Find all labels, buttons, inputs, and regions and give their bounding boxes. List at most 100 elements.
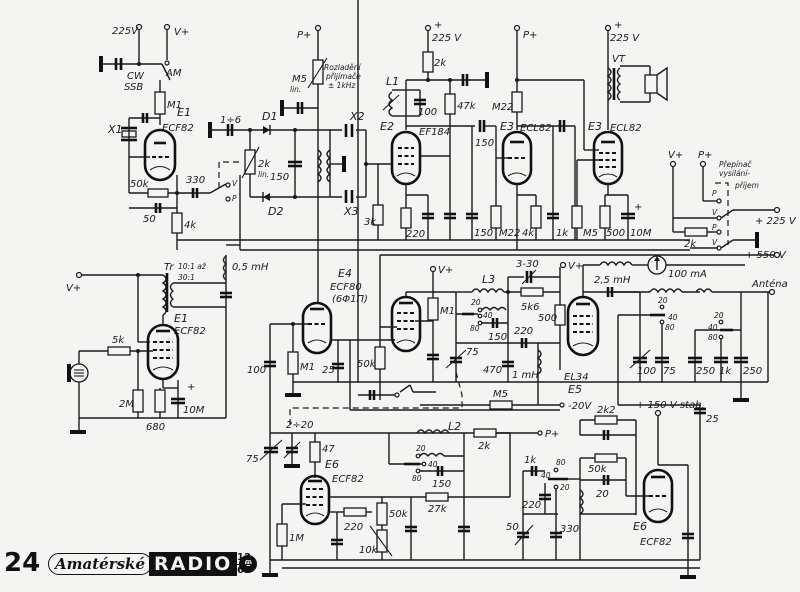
supply-pplus-label: P+ bbox=[297, 30, 311, 41]
label-m5-lin: lin. bbox=[290, 85, 301, 94]
label-4k: 4k bbox=[184, 220, 197, 231]
label-150-bfo: 150 bbox=[270, 172, 289, 183]
label-220-e2: 220 bbox=[406, 229, 425, 240]
label-band40-driver: 40 bbox=[483, 311, 493, 320]
label-ef184: EF184 bbox=[419, 127, 450, 138]
label-band80-vfo: 80 bbox=[412, 474, 422, 483]
label-ecl82a: ECL82 bbox=[520, 123, 552, 134]
label-e6-vfo: E6 bbox=[325, 458, 339, 471]
label-10k: 10k bbox=[359, 545, 379, 556]
label-band20-osc: 20 bbox=[560, 483, 570, 492]
label-trimmer-1-6: 1÷6 bbox=[220, 115, 241, 126]
resistor-500-e3 bbox=[599, 205, 611, 229]
resistor-2k-vfo bbox=[473, 428, 497, 438]
label-band40-pa: 40 bbox=[668, 313, 678, 322]
resistor-m1-driver bbox=[427, 297, 439, 321]
switch-pos-p1: P bbox=[712, 189, 717, 198]
label-100-l1: 100 bbox=[418, 107, 437, 118]
label-antenna: Anténa bbox=[751, 278, 788, 290]
label-05mh: 0,5 mH bbox=[232, 262, 269, 273]
page-number: 24 bbox=[4, 548, 41, 578]
if-amp-section: + 225 V 2k 47k L1 100 E2 EF184 150 bbox=[380, 20, 496, 240]
plus-sign-10m: + bbox=[634, 202, 642, 213]
resistor-m1 bbox=[154, 91, 166, 115]
label-m1-driver: M1 bbox=[440, 306, 455, 317]
label-75-vfo: 75 bbox=[246, 454, 259, 465]
resistor-4k bbox=[171, 212, 183, 234]
resistor-4k-e3 bbox=[530, 205, 542, 229]
resistor-47 bbox=[309, 441, 321, 463]
issue-year: 65 bbox=[237, 565, 251, 576]
resistor-2k2 bbox=[594, 415, 618, 425]
label-100-pa: 100 bbox=[637, 366, 656, 377]
supply-225v-label: 225V bbox=[112, 26, 139, 37]
label-330: 330 bbox=[186, 175, 205, 186]
label-ecf82-bfo: ECF82 bbox=[162, 123, 194, 134]
note-1khz: ± 1kHz bbox=[328, 81, 356, 90]
resistor-2k-switch bbox=[684, 227, 708, 237]
label-el34: EL34 bbox=[564, 372, 589, 383]
label-e5: E5 bbox=[568, 383, 582, 396]
switch-pos-p2: P bbox=[712, 223, 717, 232]
label-e1-mic: E1 bbox=[174, 312, 188, 325]
label-150-bypass: 150 bbox=[474, 228, 493, 239]
label-10m-mic: 10M bbox=[183, 405, 205, 416]
label-band80-osc: 80 bbox=[556, 458, 566, 467]
supply-225v-out: + 225 V bbox=[755, 216, 797, 227]
label-20-osc: 20 bbox=[596, 489, 609, 500]
pa-section: V+ 500 EL34 E5 2,5 mH 100 mA Anténa bbox=[538, 255, 788, 560]
label-band20b-pa: 20 bbox=[714, 311, 724, 320]
resistor-1m-vfo bbox=[276, 523, 288, 547]
plus-sign-mic: + bbox=[187, 382, 195, 393]
label-band20-vfo: 20 bbox=[416, 444, 426, 453]
resistor-2m bbox=[132, 389, 144, 413]
resistor-m5-bias bbox=[489, 400, 513, 410]
switch-pos-v1: V bbox=[712, 208, 718, 217]
speaker-icon bbox=[644, 74, 658, 94]
label-100ma: 100 mA bbox=[668, 269, 707, 280]
label-2-20: 2÷20 bbox=[286, 420, 313, 431]
tube-driver bbox=[390, 295, 422, 353]
label-2k-e2: 2k bbox=[434, 58, 447, 69]
label-2k-vfo: 2k bbox=[478, 441, 491, 452]
label-2k-lin: lin. bbox=[258, 170, 269, 179]
label-150-vfo: 150 bbox=[432, 479, 451, 490]
label-l2: L2 bbox=[448, 420, 461, 433]
tuning-section: P+ M5 lin. Rozladění přijímače ± 1kHz X2… bbox=[280, 24, 392, 250]
switch-pplus-label: P+ bbox=[698, 150, 712, 161]
mic-vplus-label: V+ bbox=[66, 283, 81, 294]
label-vt: VT bbox=[612, 54, 626, 65]
tx-rx-switch: V+ P+ Přepínač vysílání- příjem P V + 22… bbox=[668, 150, 797, 261]
logo-radio-text: RADIO bbox=[149, 552, 238, 576]
label-50k-e4: 50k bbox=[357, 359, 377, 370]
modulator-section: E4 ECF80 (6Φ1Π) 100 M1 25 50k V+ bbox=[247, 0, 456, 560]
label-3k: 3k bbox=[364, 217, 377, 228]
supply-vplus-label: V+ bbox=[174, 27, 189, 38]
label-tr: Tr bbox=[164, 262, 174, 273]
resistor-50k bbox=[147, 188, 169, 198]
tube-e2-ef184 bbox=[390, 130, 422, 186]
label-x3: X3 bbox=[343, 205, 359, 218]
switch-title-1: Přepínač bbox=[719, 160, 752, 169]
label-m1: M1 bbox=[167, 100, 182, 111]
label-5k: 5k bbox=[112, 335, 125, 346]
label-switch-v: V bbox=[232, 179, 238, 188]
label-220-vfo: 220 bbox=[344, 522, 363, 533]
mode-ssb-label: SSB bbox=[124, 82, 143, 93]
label-ecl82b: ECL82 bbox=[610, 123, 642, 134]
label-1mh: 1 mH bbox=[512, 370, 539, 381]
label-25-pa: 25 bbox=[706, 414, 719, 425]
label-4k-e3: 4k bbox=[522, 228, 535, 239]
label-47: 47 bbox=[322, 444, 335, 455]
label-m22-grid: M22 bbox=[499, 228, 520, 239]
supply-vplus-e5: V+ bbox=[568, 261, 583, 272]
label-50k-osc: 50k bbox=[588, 464, 608, 475]
label-ecf80: ECF80 bbox=[330, 282, 362, 293]
label-1k-pa: 1k bbox=[719, 366, 732, 377]
supply-minus20: -20V bbox=[568, 401, 592, 412]
switch-title-3: příjem bbox=[734, 181, 759, 190]
label-m1-e4: M1 bbox=[300, 362, 315, 373]
label-2m: 2M bbox=[119, 399, 134, 410]
label-d1: D1 bbox=[262, 110, 277, 123]
